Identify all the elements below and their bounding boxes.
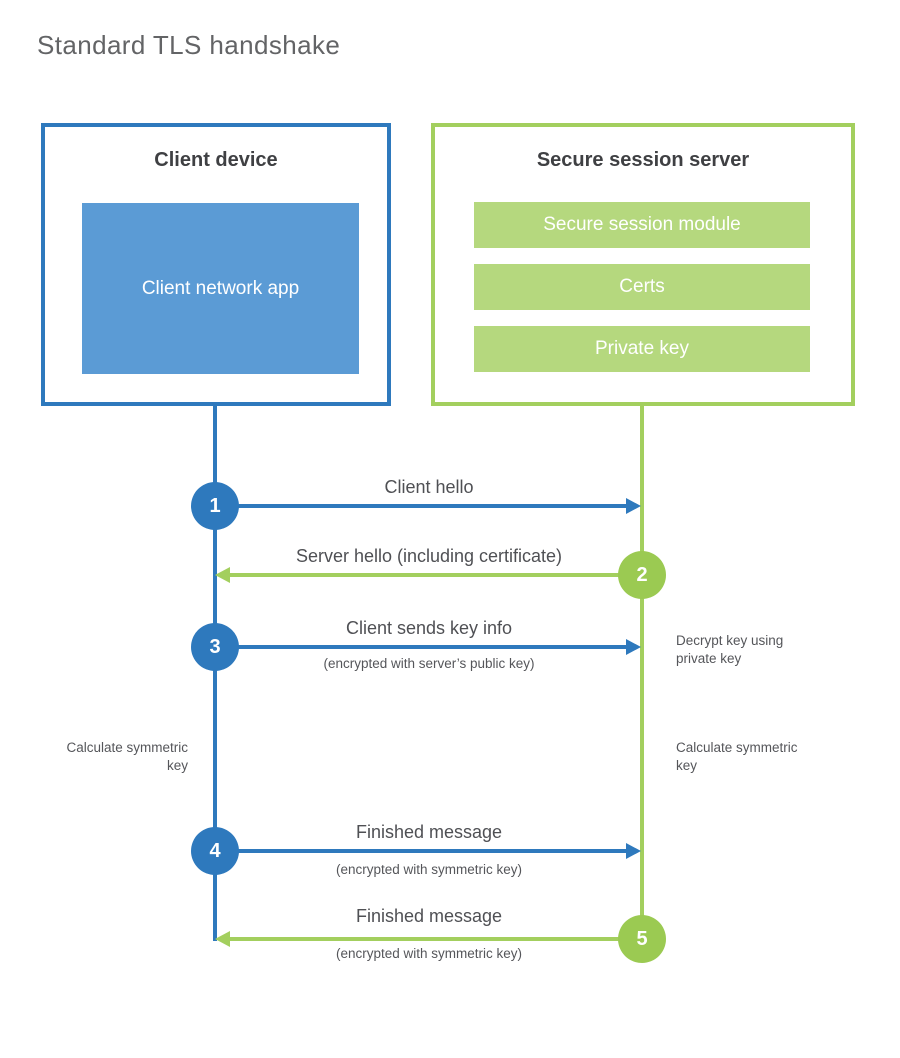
page-title: Standard TLS handshake bbox=[37, 30, 341, 60]
server-module-secure-session: Secure session module bbox=[474, 202, 810, 248]
client-lifeline bbox=[213, 405, 217, 941]
step-5-label: Finished message bbox=[355, 906, 503, 926]
step-2-arrow-line bbox=[230, 573, 642, 577]
server-module-certs: Certs bbox=[474, 264, 810, 310]
step-1-label: Client hello bbox=[384, 477, 474, 497]
client-network-app-module: Client network app bbox=[82, 203, 359, 374]
step-5-badge: 5 bbox=[618, 915, 666, 963]
step-5-arrow-line bbox=[230, 937, 642, 941]
client-device-box: Client device Client network app bbox=[41, 123, 391, 406]
secure-session-server-title: Secure session server bbox=[536, 149, 750, 171]
client-device-title: Client device bbox=[154, 149, 278, 171]
server-module-label: Certs bbox=[619, 276, 665, 297]
step-3-sublabel: (encrypted with server’s public key) bbox=[323, 656, 535, 671]
step-3-badge: 3 bbox=[191, 623, 239, 671]
server-module-label: Secure session module bbox=[543, 214, 741, 235]
arrowhead-right-icon bbox=[626, 498, 641, 514]
arrowhead-left-icon bbox=[215, 931, 230, 947]
step-4-arrow-line bbox=[215, 849, 627, 853]
note-calculate-symmetric-key-server: Calculate symmetric key bbox=[676, 740, 798, 774]
step-4-label: Finished message bbox=[355, 822, 503, 842]
step-5-sublabel: (encrypted with symmetric key) bbox=[335, 946, 523, 961]
client-network-app-label: Client network app bbox=[141, 277, 300, 299]
step-1-arrow-line bbox=[215, 504, 627, 508]
arrowhead-left-icon bbox=[215, 567, 230, 583]
arrowhead-right-icon bbox=[626, 843, 641, 859]
secure-session-server-box: Secure session server Secure session mod… bbox=[431, 123, 855, 406]
step-2-badge: 2 bbox=[618, 551, 666, 599]
step-3-arrow-line bbox=[215, 645, 627, 649]
note-calculate-symmetric-key-client: Calculate symmetric key bbox=[66, 740, 188, 774]
step-3-label: Client sends key info bbox=[345, 618, 513, 638]
arrowhead-right-icon bbox=[626, 639, 641, 655]
server-lifeline bbox=[640, 405, 644, 941]
server-module-private-key: Private key bbox=[474, 326, 810, 372]
server-module-label: Private key bbox=[595, 338, 689, 359]
note-decrypt-key: Decrypt key using private key bbox=[676, 633, 784, 667]
step-2-label: Server hello (including certificate) bbox=[295, 546, 563, 566]
step-4-sublabel: (encrypted with symmetric key) bbox=[335, 862, 523, 877]
step-1-badge: 1 bbox=[191, 482, 239, 530]
step-4-badge: 4 bbox=[191, 827, 239, 875]
